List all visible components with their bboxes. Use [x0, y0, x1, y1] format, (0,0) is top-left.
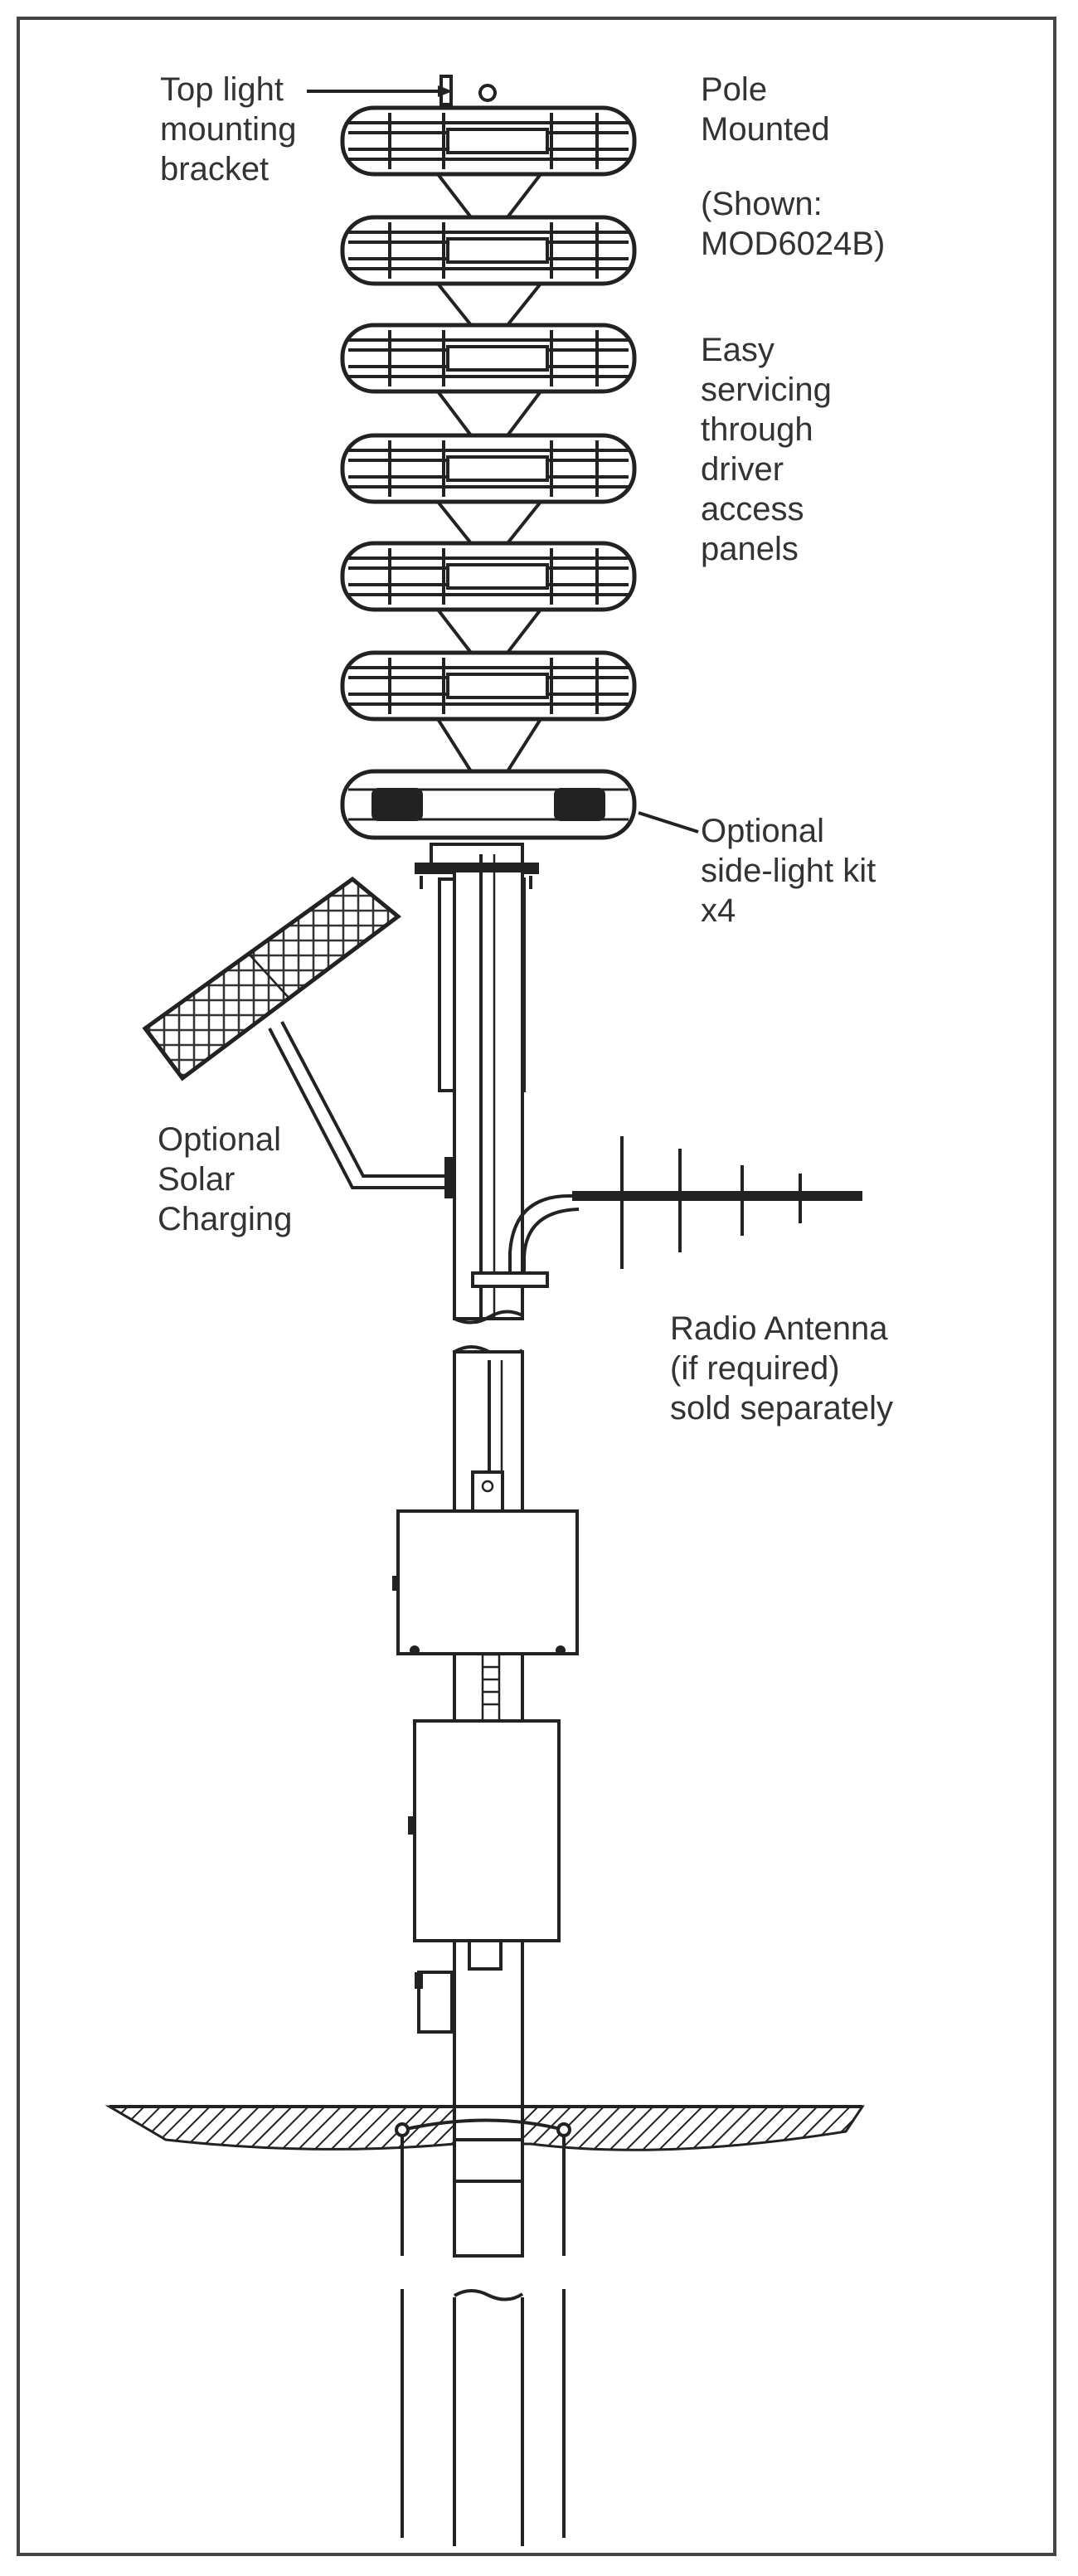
- light-module-stack: [340, 105, 637, 840]
- label-pole-mounted: Pole Mounted: [701, 71, 830, 148]
- light-module: [340, 541, 637, 612]
- label-shown-model: (Shown: MOD6024B): [701, 186, 886, 262]
- module-connectors: [436, 173, 542, 773]
- light-module: [340, 769, 637, 840]
- label-easy-servicing: Easy servicing through driver access pan…: [701, 332, 832, 567]
- radio-antenna: [471, 1136, 862, 1288]
- battery-cabinet: [408, 1719, 561, 2034]
- foundation: [395, 2105, 571, 2546]
- label-solar-charging: Optional Solar Charging: [158, 1121, 293, 1237]
- light-module: [340, 105, 637, 177]
- module-connector: [436, 717, 542, 773]
- top-mounting-bracket: [307, 75, 497, 106]
- controller-enclosure: [392, 1470, 579, 1723]
- light-module: [340, 323, 637, 394]
- solar-panel: [142, 876, 456, 1198]
- label-top-bracket: Top light mounting bracket: [160, 71, 297, 187]
- module-connector: [436, 282, 542, 327]
- label-radio-antenna: Radio Antenna (if required) sold separat…: [670, 1310, 894, 1427]
- module-connector: [436, 173, 542, 219]
- light-module: [340, 433, 637, 504]
- light-module: [340, 650, 637, 722]
- module-connector: [436, 390, 542, 437]
- side-light-leader: [638, 811, 699, 834]
- label-side-light-kit: Optional side-light kit x4: [701, 813, 876, 929]
- module-connector: [436, 500, 542, 545]
- module-connector: [436, 608, 542, 654]
- light-module: [340, 215, 637, 286]
